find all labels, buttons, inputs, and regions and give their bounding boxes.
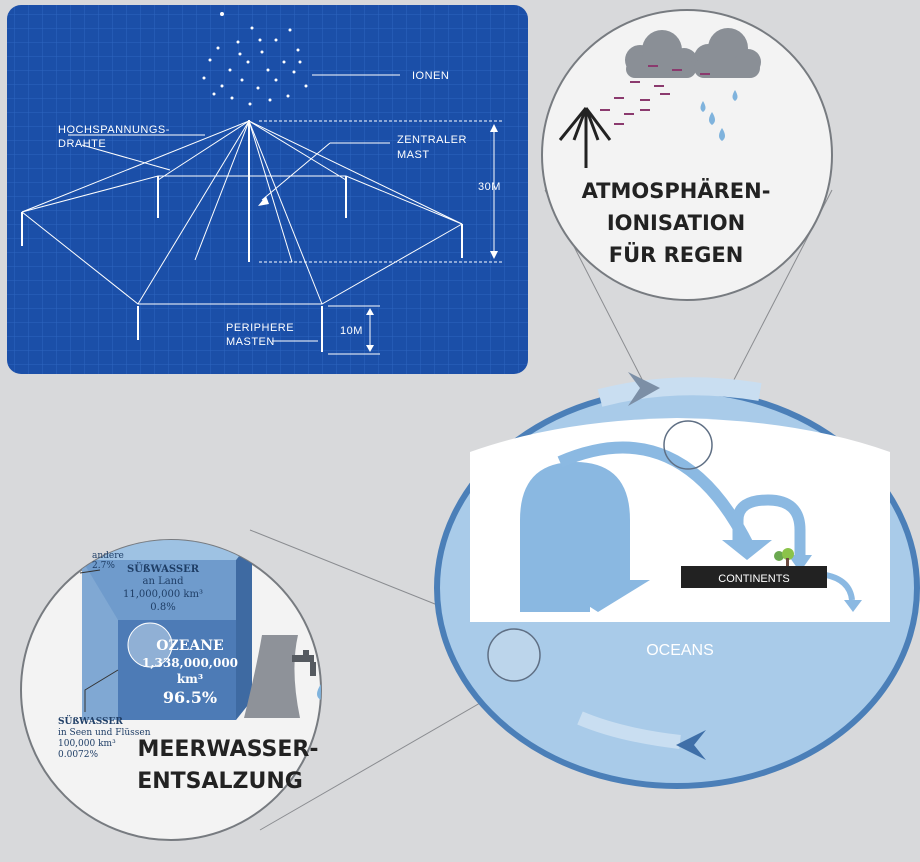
ocean-line1: OZEANE (156, 638, 223, 654)
atmosphere-title-line3: FÜR REGEN (609, 242, 744, 267)
ocean-line4: 96.5% (163, 688, 217, 707)
continents-bar (681, 566, 827, 588)
lakes-line4: 0.0072% (58, 750, 98, 760)
peripheral-label-line1: PERIPHERE (226, 322, 294, 334)
other-label: andere (92, 551, 124, 561)
dimension-30m (259, 120, 504, 263)
evaporation-arrow-icon (520, 462, 650, 612)
central-mast-label-line2: MAST (397, 149, 430, 161)
blueprint-panel: IONEN HOCHSPANNUNGS- DRAHTE ZENTRALER MA… (7, 5, 528, 374)
wires-label-line1: HOCHSPANNUNGS- (58, 124, 170, 136)
zoom-marker-ocean (487, 628, 541, 682)
desalination-panel: andere 2.7% SÜßWASSER an Land 11,000,000… (20, 539, 322, 841)
water-cycle-diagram: CONTINENTS OCEANS (434, 372, 920, 789)
perimeter-wires (21, 175, 463, 305)
desalination-title-line1: MEERWASSER- (138, 737, 319, 762)
peripheral-label-line2: MASTEN (226, 336, 275, 348)
cloud-icon (625, 30, 698, 78)
ions-cloud-icon (202, 12, 308, 106)
wires-label-line2: DRAHTE (58, 138, 106, 150)
land-line2: an Land (142, 576, 184, 587)
cloud-icon (694, 28, 761, 78)
desalination-plant-icon (244, 635, 316, 718)
atmosphere-title-line1: ATMOSPHÄREN- (582, 178, 771, 203)
height-main-label: 30M (478, 181, 501, 193)
atmosphere-ionization-panel: ATMOSPHÄREN- IONISATION FÜR REGEN (541, 9, 833, 301)
land-line1: SÜßWASSER (127, 562, 200, 575)
continents-label: CONTINENTS (718, 573, 790, 585)
dimension-10m (328, 305, 380, 355)
lakes-line1: SÜßWASSER (58, 714, 123, 727)
lakes-line3: 100,000 km³ (58, 739, 116, 749)
water-drop-icon (317, 684, 321, 700)
land-line3: 11,000,000 km³ (123, 589, 203, 600)
zoom-marker-atmosphere (663, 420, 713, 470)
ions-label: IONEN (412, 70, 449, 82)
ion-dashes-icon (600, 65, 710, 125)
height-peripheral-label: 10M (340, 325, 363, 337)
cycle-arrow-bottom-icon (676, 730, 706, 760)
trees-icon (774, 548, 794, 566)
tower-icon (558, 107, 612, 168)
ocean-line3: km³ (177, 672, 203, 686)
desalination-title-line2: ENTSALZUNG (137, 769, 303, 794)
cycle-arrow-top-icon (628, 372, 660, 406)
precipitation-arrow-icon (732, 494, 806, 560)
ocean-line2: 1,338,000,000 (142, 656, 238, 670)
other-value: 2.7% (92, 561, 115, 571)
peripheral-masts (21, 176, 463, 352)
central-mast-label-line1: ZENTRALER (397, 134, 467, 146)
atmosphere-title-line2: IONISATION (607, 211, 745, 235)
lakes-line2: in Seen und Flüssen (58, 728, 151, 738)
raindrop-icon (700, 90, 738, 141)
high-voltage-wires (21, 120, 463, 305)
land-line4: 0.8% (150, 602, 175, 613)
oceans-label: OCEANS (646, 642, 714, 659)
